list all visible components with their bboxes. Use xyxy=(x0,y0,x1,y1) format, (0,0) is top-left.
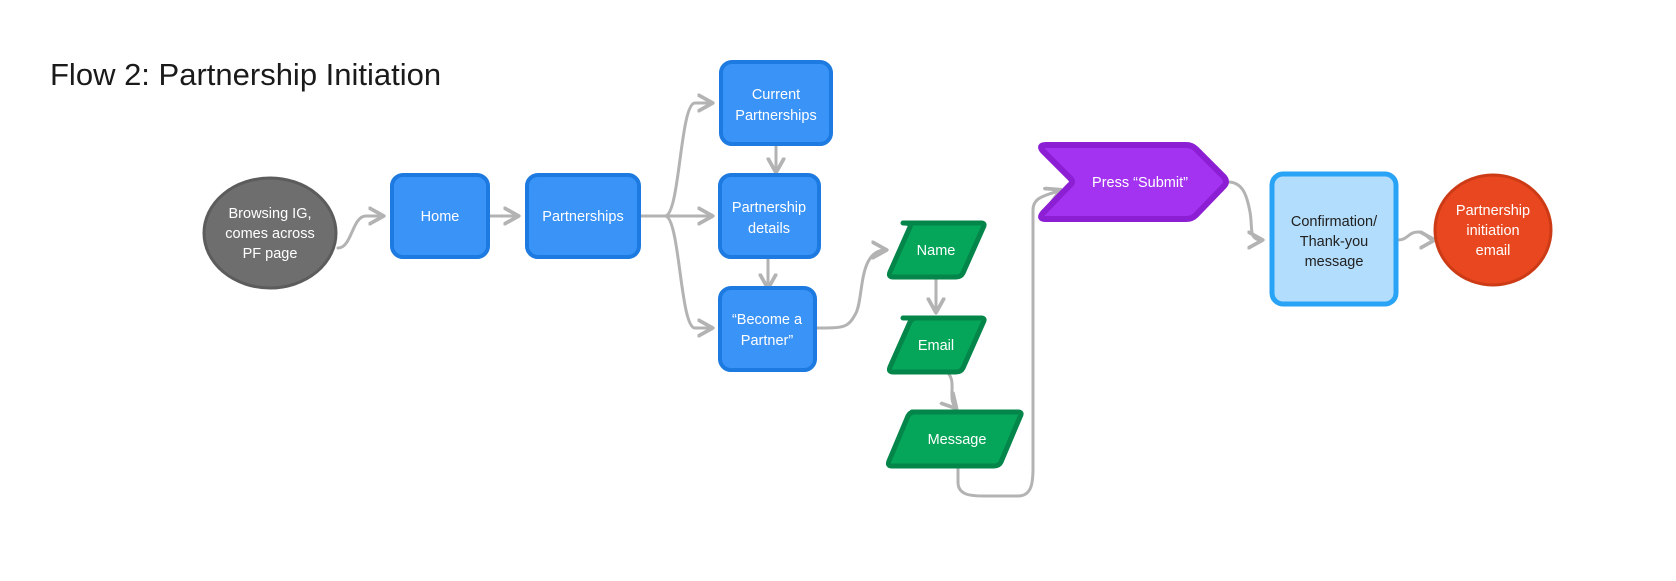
node-home[interactable]: Home xyxy=(390,173,490,259)
email-field-label: Email xyxy=(918,338,954,354)
home-label: Home xyxy=(421,209,460,225)
home-shape[interactable] xyxy=(390,173,490,259)
become-a-partner-label-2: Partner” xyxy=(741,333,794,349)
node-email-field[interactable]: Email xyxy=(886,315,987,375)
browsing-ig-label-2: comes across xyxy=(225,226,314,242)
press-submit-label: Press “Submit” xyxy=(1092,175,1188,191)
edge-become-partner-to-name xyxy=(814,250,886,330)
node-confirmation-message[interactable]: Confirmation/ Thank-you message xyxy=(1269,171,1399,307)
node-name-field[interactable]: Name xyxy=(886,220,987,280)
partnership-initiation-email-label-1: Partnership xyxy=(1456,203,1530,219)
node-partnership-details[interactable]: Partnership details xyxy=(718,173,821,259)
browsing-ig-label-3: PF page xyxy=(243,246,298,262)
browsing-ig-shape[interactable] xyxy=(202,176,338,290)
edge-email-to-message xyxy=(948,371,956,408)
edge-submit-to-confirmation xyxy=(1226,180,1262,240)
node-current-partnerships[interactable]: Current Partnerships xyxy=(719,60,833,146)
node-message-field[interactable]: Message xyxy=(885,409,1024,469)
press-submit-shape[interactable] xyxy=(1038,142,1229,222)
node-partnerships[interactable]: Partnerships xyxy=(525,173,641,259)
current-partnerships-label-1: Current xyxy=(752,87,800,103)
partnership-details-shape[interactable] xyxy=(718,173,821,259)
partnership-initiation-email-label-2: initiation xyxy=(1466,223,1519,239)
confirmation-message-shape[interactable] xyxy=(1269,171,1399,307)
partnerships-shape[interactable] xyxy=(525,173,641,259)
name-field-shape[interactable] xyxy=(886,220,987,280)
partnership-details-label-2: details xyxy=(748,221,790,237)
confirmation-message-label-1: Confirmation/ xyxy=(1291,214,1378,230)
browsing-ig-label-1: Browsing IG, xyxy=(229,206,312,222)
message-field-shape[interactable] xyxy=(885,409,1024,469)
current-partnerships-shape[interactable] xyxy=(719,60,833,146)
become-a-partner-shape[interactable] xyxy=(718,286,817,372)
partnership-initiation-email-shape[interactable] xyxy=(1433,173,1553,287)
current-partnerships-label-2: Partnerships xyxy=(735,108,816,124)
partnerships-label: Partnerships xyxy=(542,209,623,225)
edge-message-to-submit xyxy=(956,190,1060,498)
partnership-initiation-email-label-3: email xyxy=(1476,243,1511,259)
node-partnership-initiation-email[interactable]: Partnership initiation email xyxy=(1433,173,1553,287)
message-field-label: Message xyxy=(928,432,987,448)
confirmation-message-label-2: Thank-you xyxy=(1300,234,1369,250)
edge-hub-to-current-partnerships xyxy=(663,103,712,218)
edge-start-to-home xyxy=(336,216,383,250)
node-browsing-ig[interactable]: Browsing IG, comes across PF page xyxy=(202,176,338,290)
edge-hub-to-become-partner xyxy=(663,214,712,328)
node-become-a-partner[interactable]: “Become a Partner” xyxy=(718,286,817,372)
email-field-shape[interactable] xyxy=(886,315,987,375)
edge-layer xyxy=(336,103,1434,498)
partnership-details-label-1: Partnership xyxy=(732,200,806,216)
confirmation-message-label-3: message xyxy=(1305,254,1364,270)
edge-confirmation-to-email xyxy=(1396,230,1434,240)
become-a-partner-label-1: “Become a xyxy=(732,312,803,328)
page-title: Flow 2: Partnership Initiation xyxy=(50,57,441,92)
name-field-label: Name xyxy=(917,243,956,259)
node-press-submit[interactable]: Press “Submit” xyxy=(1038,142,1229,222)
